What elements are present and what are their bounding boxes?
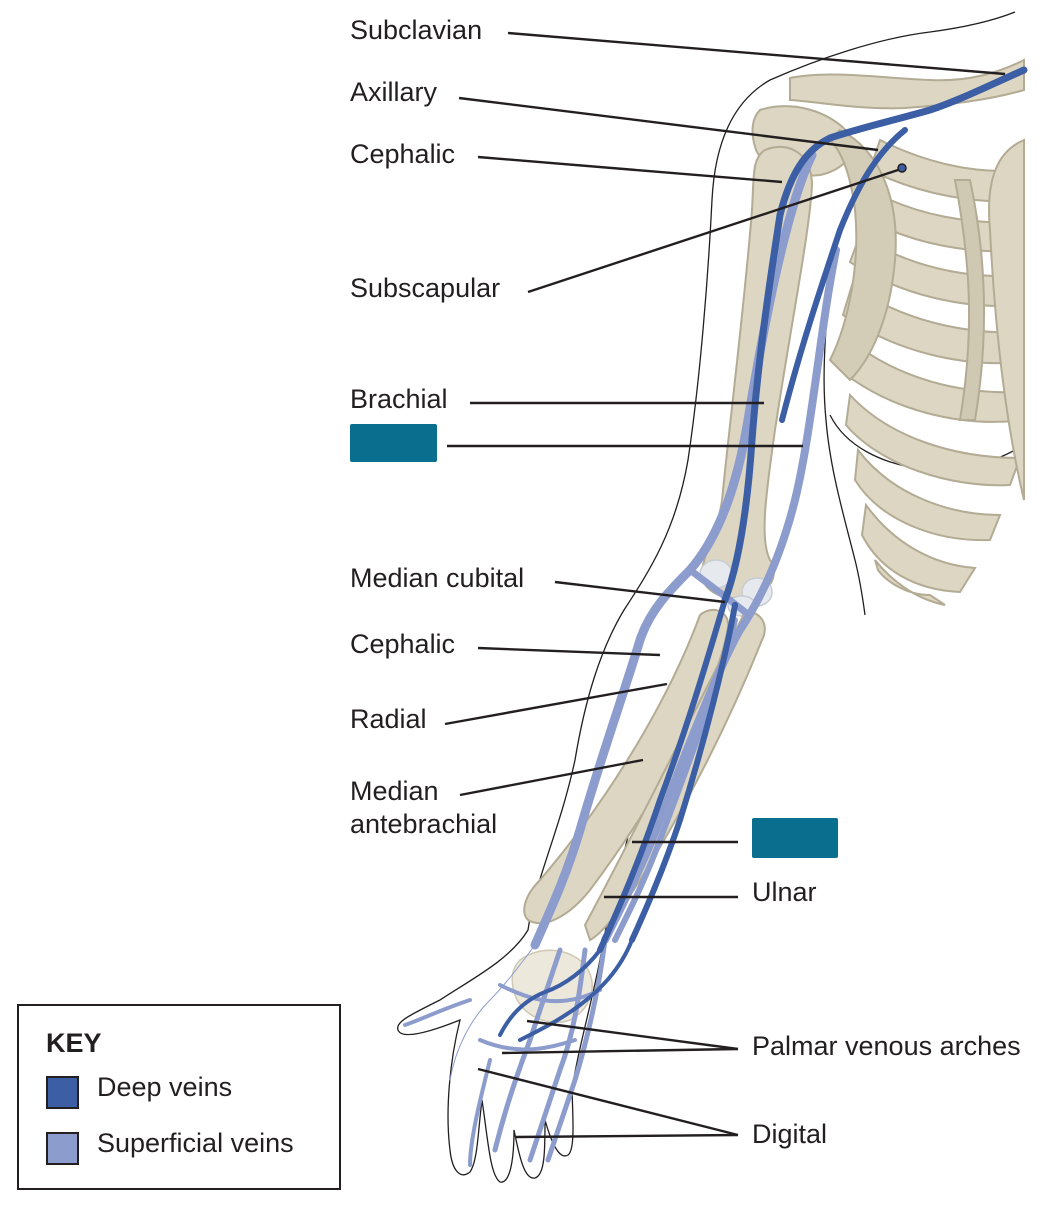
leader-palmar-1 (526, 1019, 739, 1051)
label-subclavian: Subclavian (350, 15, 483, 45)
hand-bones (511, 949, 593, 1024)
label-brachial: Brachial (350, 384, 448, 414)
deep-veins-swatch (46, 1076, 79, 1109)
ribcage (838, 138, 1025, 606)
leader-median-cubital (554, 580, 726, 604)
deep-veins (498, 66, 1028, 1042)
label-median-cubital: Median cubital (350, 563, 525, 593)
superficial-veins-swatch (46, 1132, 79, 1165)
label-subscapular: Subscapular (350, 273, 501, 303)
leader-cephalic-upper (477, 155, 783, 184)
label-median-antebrachial-line2: antebrachial (350, 809, 498, 839)
label-cephalic-lower: Cephalic (350, 629, 456, 659)
leader-axillary (458, 96, 879, 152)
leader-median-antebrachial (459, 758, 644, 797)
superficial-veins (403, 150, 840, 1167)
label-palmar-venous-arches: Palmar venous arches (752, 1031, 1021, 1061)
leader-lines (444, 31, 1006, 1139)
blank-label-box-lower (752, 818, 838, 858)
leader-palmar-2 (501, 1047, 739, 1055)
subscapular-junction-dot (897, 163, 907, 173)
label-radial: Radial (350, 704, 427, 734)
label-digital: Digital (752, 1119, 828, 1149)
superficial-veins-label: Superficial veins (97, 1128, 294, 1158)
key-title: KEY (46, 1028, 102, 1058)
label-cephalic-upper: Cephalic (350, 139, 456, 169)
leader-subclavian (507, 31, 1006, 76)
label-median-antebrachial-line1: Median (350, 776, 439, 806)
label-ulnar: Ulnar (752, 877, 817, 907)
leader-digital-1 (477, 1067, 739, 1137)
leader-radial (444, 682, 668, 726)
leader-digital-2 (515, 1133, 739, 1139)
leader-cephalic-lower (477, 646, 661, 657)
blank-label-box-upper (350, 424, 437, 462)
legend-key: KEY Deep veins Superficial veins (17, 1004, 341, 1190)
deep-veins-label: Deep veins (97, 1072, 233, 1102)
label-axillary: Axillary (350, 77, 438, 107)
leader-subscapular (527, 168, 899, 294)
